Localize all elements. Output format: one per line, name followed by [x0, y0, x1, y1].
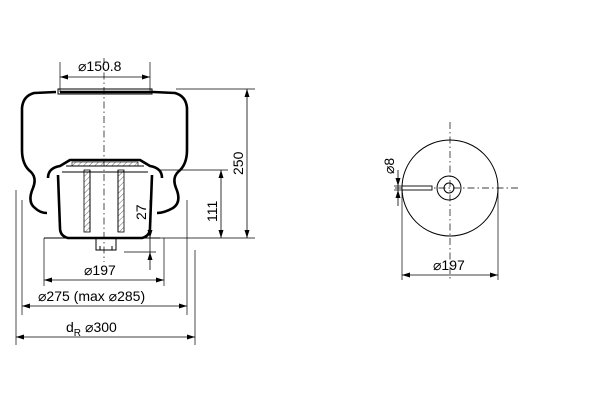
piston-ledge — [62, 165, 148, 173]
top-diameter-label: ⌀150.8 — [78, 58, 122, 74]
max-diameter-label: ⌀275 (max ⌀285) — [38, 288, 145, 304]
plate-diameter-label: ⌀197 — [433, 257, 465, 273]
hole-diameter-label: ⌀8 — [381, 158, 397, 174]
side-view: ⌀150.8 250 111 27 ⌀197 ⌀275 (m — [15, 58, 255, 345]
mounting-hole — [401, 185, 433, 191]
base-diameter-label: ⌀197 — [84, 262, 116, 278]
bellow-outline — [20, 90, 189, 215]
height-mid-label: 111 — [204, 201, 220, 222]
piston-stem-left — [83, 169, 91, 233]
height-inner-label: 27 — [133, 204, 149, 220]
piston-top-hatch — [71, 161, 139, 167]
piston-spigot — [95, 238, 117, 251]
central-boss-inner — [443, 182, 455, 194]
height-total-label: 250 — [230, 151, 246, 175]
top-view: ⌀8 ⌀197 — [381, 122, 520, 280]
top-plate — [57, 88, 153, 95]
central-boss-outer — [436, 175, 462, 201]
dr-label: dR⌀300 — [66, 319, 117, 339]
piston-stem-right — [117, 169, 125, 233]
